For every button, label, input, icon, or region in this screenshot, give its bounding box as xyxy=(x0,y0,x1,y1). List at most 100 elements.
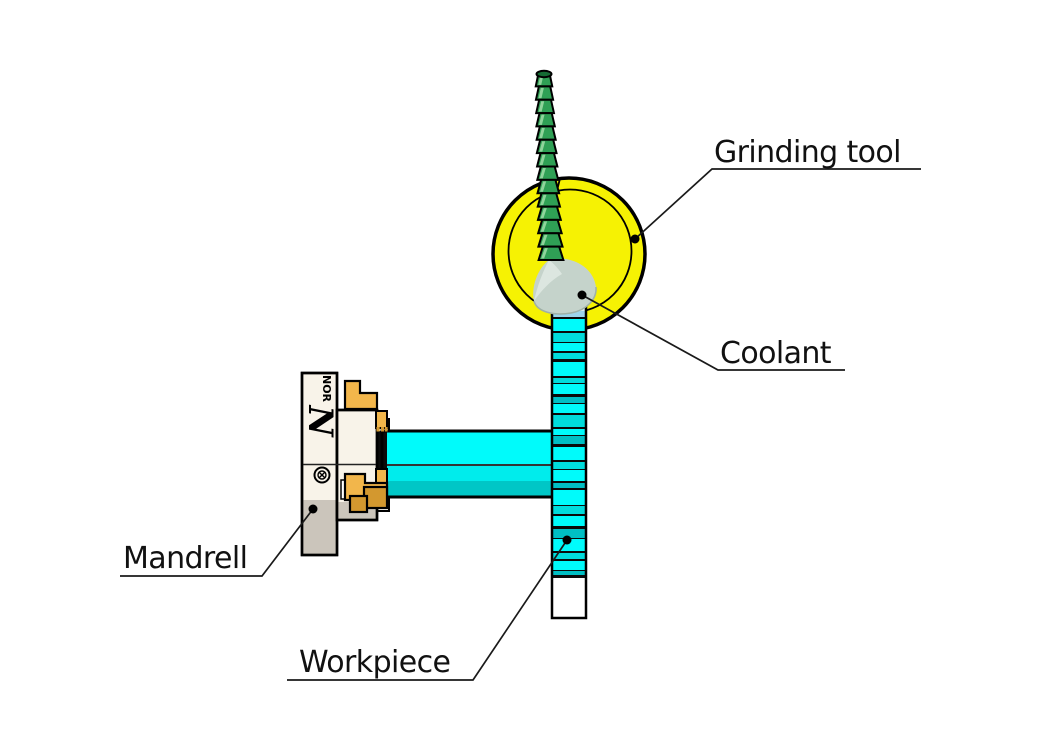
workpiece-stripe xyxy=(552,384,586,394)
chuck-clamp-top xyxy=(375,410,388,429)
workpiece-shaft xyxy=(376,418,555,512)
workpiece-stripe xyxy=(552,376,586,378)
workpiece-stripe xyxy=(552,333,586,342)
workpiece-stripe xyxy=(552,394,586,397)
callout-mandrell: Mandrell xyxy=(120,504,318,577)
workpiece-stripe xyxy=(552,447,586,460)
coolant-stream-cone xyxy=(534,260,562,301)
clamp-tooth xyxy=(376,427,380,432)
shaft-band-bottom xyxy=(384,481,551,496)
workpiece-stripe xyxy=(552,483,586,488)
workpiece-stripe xyxy=(552,559,586,561)
workpiece-stripe xyxy=(552,403,586,404)
chuck-logo-n: N xyxy=(300,404,340,438)
workpiece-stripe xyxy=(552,506,586,514)
workpiece-stripe xyxy=(552,571,586,575)
callout-coolant: Coolant xyxy=(577,290,845,371)
spindle-thread-highlight xyxy=(540,221,548,232)
workpiece-stripe xyxy=(552,351,586,353)
workpiece-stripe xyxy=(552,362,586,376)
clamp-tooth xyxy=(385,427,388,432)
callout-workpiece: Workpiece xyxy=(287,535,572,681)
workpiece-column xyxy=(550,304,588,620)
spindle-thread-highlight xyxy=(539,127,545,139)
label-mandrell: Mandrell xyxy=(123,541,247,576)
leader-dot xyxy=(562,535,572,545)
leader-line xyxy=(120,508,314,577)
chuck-jaw-bottom-step2 xyxy=(348,494,369,514)
spindle-top-cap xyxy=(535,69,553,79)
spindle-thread-highlight xyxy=(538,87,544,99)
chuck-clamp-bottom xyxy=(375,468,388,485)
workpiece-stripe xyxy=(552,529,586,538)
spindle-thread-highlight xyxy=(540,234,548,246)
workpiece-stripe xyxy=(552,319,586,331)
workpiece-stripe xyxy=(552,490,586,505)
label-grinding-tool: Grinding tool xyxy=(714,135,901,170)
callout-grinding-tool: Grinding tool xyxy=(630,135,921,244)
spindle-thread-segment xyxy=(534,85,555,101)
workpiece-stripe xyxy=(552,415,586,427)
spindle-thread-highlight xyxy=(540,181,547,192)
workpiece-stripe xyxy=(552,561,586,570)
workpiece-stripe xyxy=(552,436,586,444)
spindle-thread-highlight xyxy=(540,194,547,206)
workpiece-stripe xyxy=(552,404,586,413)
workpiece-stripe xyxy=(552,526,586,529)
workpiece-stripe xyxy=(552,353,586,359)
chuck-back-plate-shadow xyxy=(303,500,336,554)
workpiece-stripe xyxy=(552,575,586,578)
workpiece-stripe xyxy=(552,570,586,571)
workpiece-stripe xyxy=(552,505,586,506)
workpiece-stripe xyxy=(552,469,586,470)
workpiece-stripe xyxy=(552,429,586,435)
workpiece-stripe xyxy=(552,460,586,462)
workpiece-stripe xyxy=(552,551,586,553)
leader-line xyxy=(634,168,921,240)
workpiece-stripe xyxy=(552,331,586,333)
spindle-thread-highlight xyxy=(539,141,546,152)
leader-dot xyxy=(577,290,587,300)
screw-ring xyxy=(317,470,327,480)
workpiece-stripe xyxy=(552,383,586,384)
workpiece-stripe xyxy=(552,539,586,551)
spindle-thread-highlight xyxy=(539,168,546,179)
chuck-screw xyxy=(313,466,331,484)
workpiece-stripe xyxy=(552,317,586,319)
spindle-thread-highlight xyxy=(538,101,545,112)
chuck-brand-text: NOR xyxy=(320,375,333,403)
workpiece-stripe xyxy=(552,427,586,429)
workpiece-stripe xyxy=(552,553,586,559)
shaft-band-mid xyxy=(384,466,551,481)
spindle-thread-highlight xyxy=(541,248,548,259)
workpiece-stripe xyxy=(552,516,586,526)
workpiece-stripe xyxy=(552,462,586,469)
leader-dot xyxy=(630,234,640,244)
workpiece-stripe xyxy=(552,481,586,483)
workpiece-stripe xyxy=(552,444,586,447)
grinding-tool-spindle xyxy=(534,72,565,261)
label-coolant: Coolant xyxy=(720,336,832,371)
spindle-thread-highlight xyxy=(540,208,547,219)
chuck-jaw-top xyxy=(343,379,379,411)
spindle-thread-highlight xyxy=(539,154,546,165)
workpiece-stripe xyxy=(552,378,586,383)
workpiece-stripe xyxy=(552,343,586,351)
workpiece-stripe xyxy=(552,342,586,343)
leader-line xyxy=(581,294,845,371)
leader-line xyxy=(287,539,568,681)
workpiece-stripe xyxy=(552,413,586,415)
spindle-thread-highlight xyxy=(538,114,545,125)
coolant-blob xyxy=(533,257,597,315)
workpiece-stripe xyxy=(552,470,586,481)
workpiece-stripe xyxy=(552,514,586,516)
workpiece-stripe xyxy=(552,359,586,362)
clamp-tooth xyxy=(381,427,385,432)
screw-slot xyxy=(318,471,326,479)
workpiece-stripe xyxy=(552,435,586,436)
coolant-pool-edge xyxy=(533,286,597,315)
leader-dot xyxy=(308,504,318,514)
workpiece-stripes xyxy=(552,306,586,578)
